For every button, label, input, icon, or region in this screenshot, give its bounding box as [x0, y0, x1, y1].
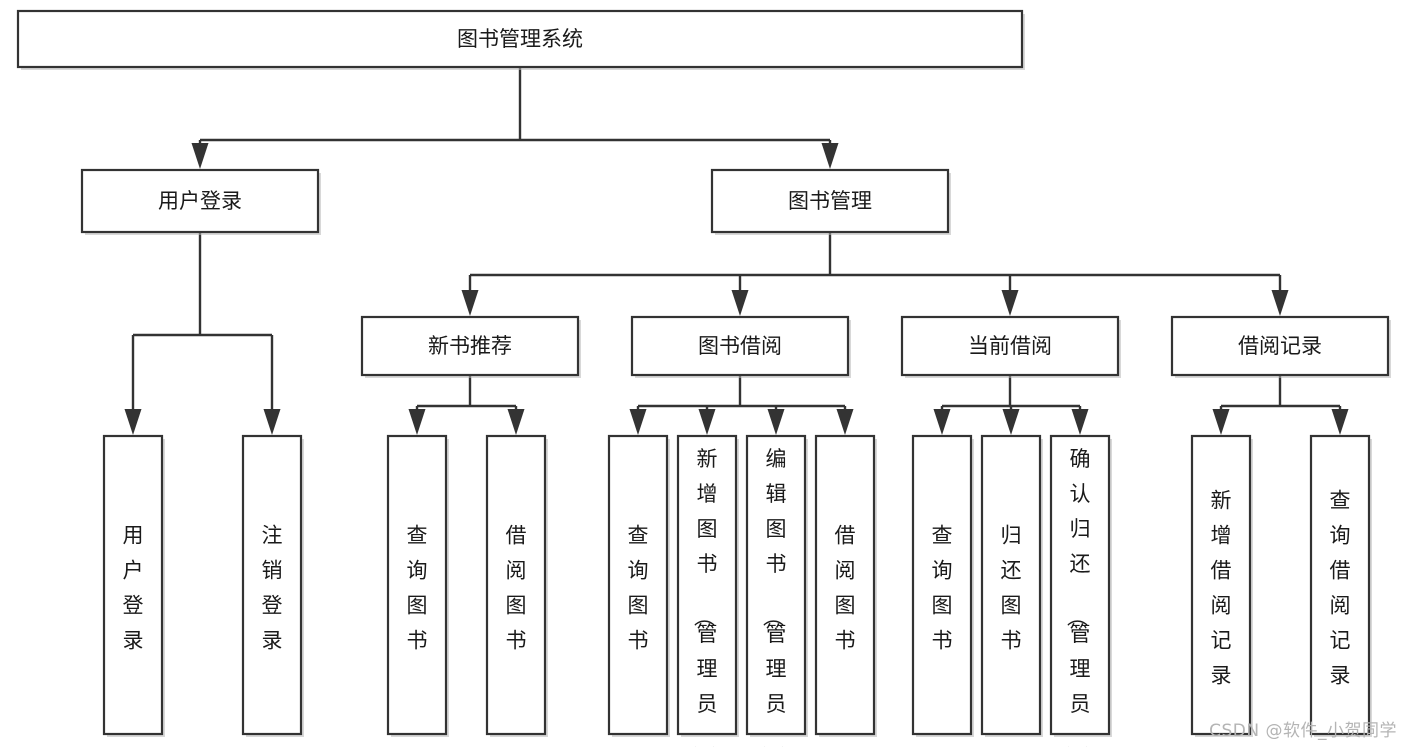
arrow-head-icon: [191, 143, 209, 169]
node-box[interactable]: [1309, 434, 1371, 736]
arrow-head-icon: [1002, 409, 1020, 435]
node-box[interactable]: [676, 434, 738, 736]
node-label: 图书管理系统: [457, 27, 583, 51]
node-leaf-add-borrow-record[interactable]: 新增借阅记录: [1190, 434, 1253, 737]
node-label: 图书管理: [788, 189, 872, 213]
arrow-head-icon: [408, 409, 426, 435]
arrow-head-icon: [629, 409, 647, 435]
arrow-head-icon: [461, 290, 479, 316]
node-user-login[interactable]: 用户登录: [80, 168, 321, 235]
node-box[interactable]: [980, 434, 1042, 736]
arrow-head-icon: [698, 409, 716, 435]
node-box[interactable]: [630, 315, 850, 377]
node-box[interactable]: [1190, 434, 1252, 736]
node-label: 确认归还（管理员）: [1065, 447, 1091, 747]
node-leaf-borrow-book-1[interactable]: 借阅图书: [485, 434, 548, 737]
arrow-head-icon: [124, 409, 142, 435]
node-label: 归还图书: [1001, 523, 1022, 652]
node-box[interactable]: [16, 9, 1024, 69]
node-leaf-query-book-2[interactable]: 查询图书: [607, 434, 670, 737]
node-label: 借阅图书: [835, 523, 856, 652]
node-leaf-user-login[interactable]: 用户登录: [102, 434, 165, 737]
node-leaf-query-borrow-record[interactable]: 查询借阅记录: [1309, 434, 1372, 737]
node-label: 查询借阅记录: [1330, 488, 1351, 687]
node-label: 图书借阅: [698, 334, 782, 358]
node-box[interactable]: [911, 434, 973, 736]
node-label: 借阅记录: [1238, 334, 1322, 358]
node-box[interactable]: [485, 434, 547, 736]
node-label: 新增图书（管理员）: [692, 447, 718, 747]
arrow-head-icon: [1271, 290, 1289, 316]
node-leaf-query-book-1[interactable]: 查询图书: [386, 434, 449, 737]
node-label: 用户登录: [123, 523, 144, 652]
node-new-book-recommend[interactable]: 新书推荐: [360, 315, 581, 378]
arrow-head-icon: [731, 290, 749, 316]
node-box[interactable]: [80, 168, 320, 234]
node-label: 当前借阅: [968, 334, 1052, 358]
node-label: 查询图书: [407, 523, 428, 652]
arrow-head-icon: [836, 409, 854, 435]
node-leaf-borrow-book-2[interactable]: 借阅图书: [814, 434, 877, 737]
node-leaf-confirm-return-admin[interactable]: 确认归还（管理员）: [1049, 434, 1112, 747]
node-leaf-add-book-admin[interactable]: 新增图书（管理员）: [676, 434, 739, 747]
node-label: 新增借阅记录: [1211, 488, 1232, 687]
node-box[interactable]: [814, 434, 876, 736]
node-label: 借阅图书: [506, 523, 527, 652]
node-root[interactable]: 图书管理系统: [16, 9, 1025, 70]
node-box[interactable]: [710, 168, 950, 234]
node-label: 新书推荐: [428, 334, 512, 358]
node-box[interactable]: [745, 434, 807, 736]
node-book-manage[interactable]: 图书管理: [710, 168, 951, 235]
node-box[interactable]: [102, 434, 164, 736]
arrow-head-icon: [1331, 409, 1349, 435]
nodes-layer: 图书管理系统用户登录图书管理新书推荐图书借阅当前借阅借阅记录用户登录注销登录查询…: [16, 9, 1391, 747]
arrow-head-icon: [1001, 290, 1019, 316]
arrow-head-icon: [933, 409, 951, 435]
node-leaf-return-book[interactable]: 归还图书: [980, 434, 1043, 737]
connectors-layer: [124, 67, 1349, 435]
node-box[interactable]: [241, 434, 303, 736]
node-borrow-record[interactable]: 借阅记录: [1170, 315, 1391, 378]
node-label: 查询图书: [932, 523, 953, 652]
node-label: 查询图书: [628, 523, 649, 652]
node-box[interactable]: [1170, 315, 1390, 377]
node-current-borrow[interactable]: 当前借阅: [900, 315, 1121, 378]
arrow-head-icon: [821, 143, 839, 169]
arrow-head-icon: [1071, 409, 1089, 435]
node-leaf-user-logout[interactable]: 注销登录: [241, 434, 304, 737]
arrow-head-icon: [263, 409, 281, 435]
node-label: 用户登录: [158, 189, 242, 213]
node-leaf-edit-book-admin[interactable]: 编辑图书（管理员）: [745, 434, 808, 747]
watermark-text: CSDN @软件_小贺同学: [1209, 721, 1397, 741]
node-box[interactable]: [360, 315, 580, 377]
arrow-head-icon: [1212, 409, 1230, 435]
node-box[interactable]: [607, 434, 669, 736]
node-book-borrow[interactable]: 图书借阅: [630, 315, 851, 378]
node-box[interactable]: [1049, 434, 1111, 736]
node-leaf-query-book-3[interactable]: 查询图书: [911, 434, 974, 737]
arrow-head-icon: [507, 409, 525, 435]
node-label: 编辑图书（管理员）: [761, 447, 787, 747]
node-box[interactable]: [386, 434, 448, 736]
node-label: 注销登录: [262, 523, 283, 652]
node-box[interactable]: [900, 315, 1120, 377]
arrow-head-icon: [767, 409, 785, 435]
